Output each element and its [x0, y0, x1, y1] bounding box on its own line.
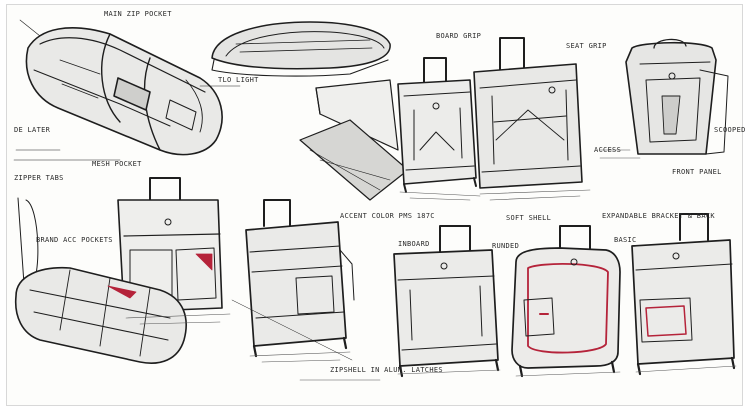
note-tlo-light: TLO LIGHT [218, 76, 259, 84]
note-zipper-tabs: ZIPPER TABS [14, 174, 64, 182]
note-main-zip-pocket: MAIN ZIP POCKET [104, 10, 172, 18]
note-brand-acc-pockets: BRAND ACC POCKETS [36, 236, 113, 244]
note-board-grip: BOARD GRIP [436, 32, 482, 40]
note-inboard: INBOARD [398, 240, 430, 248]
note-zipshell: ZIPSHELL IN ALUM. LATCHES [330, 366, 443, 374]
note-accent-color: ACCENT COLOR PMS 187C [340, 212, 435, 220]
wedge-perspective-sketch [299, 79, 409, 201]
carry-on-suitcase-large [473, 37, 583, 189]
rounded-suitcase-sketch [511, 225, 621, 378]
basic-suitcase-sketch [631, 213, 736, 376]
note-de-later: DE LATER [14, 126, 51, 134]
open-case-sketch [17, 177, 223, 313]
hardshell-suitcase-sketch [231, 199, 355, 361]
note-seat-grip: SEAT GRIP [566, 42, 607, 50]
pouch-sketch [199, 21, 391, 87]
note-mesh-pocket: MESH POCKET [92, 160, 142, 168]
note-runded: RUNDED [492, 242, 520, 250]
duffel-bag-sketch [13, 19, 223, 161]
hatch-shadows [125, 149, 737, 381]
note-softshell: SOFT SHELL [506, 214, 552, 222]
backpack-sketch [625, 38, 729, 155]
note-expandable: EXPANDABLE BRACKET & BACK [602, 212, 715, 220]
note-scooped: SCOOPED [714, 126, 746, 134]
inboard-suitcase-sketch [393, 225, 500, 378]
note-front-panel: FRONT PANEL [672, 168, 722, 176]
note-access: ACCESS [594, 146, 622, 154]
flat-hard-case-sketch [14, 266, 187, 364]
note-basic: BASIC [614, 236, 637, 244]
carry-on-suitcase-small [397, 57, 477, 193]
